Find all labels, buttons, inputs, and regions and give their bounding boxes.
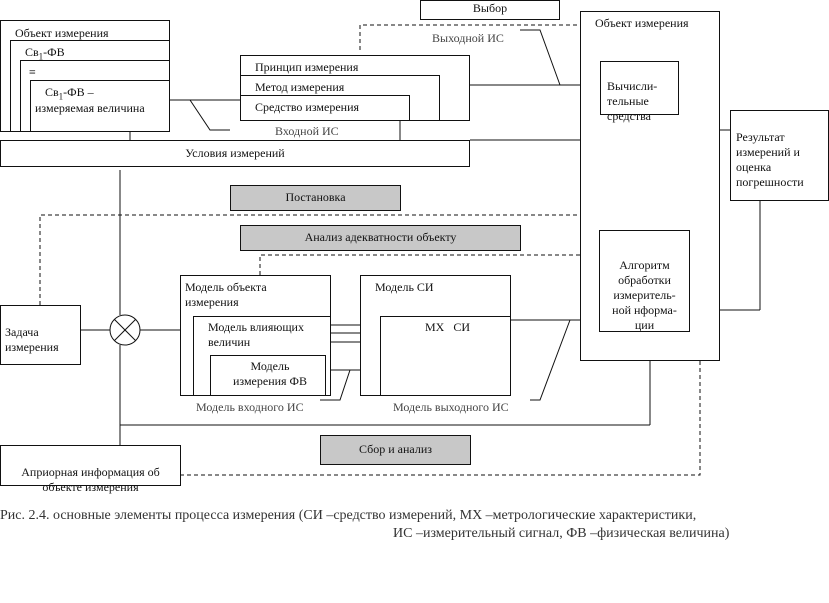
result-label: Результат измерений и оценка погрешности xyxy=(736,130,804,189)
si-model-label: Модель СИ xyxy=(375,280,434,294)
instrument-label: Средство измерения xyxy=(255,100,360,114)
adequacy-analysis-label: Анализ адекватности объекту xyxy=(304,230,457,244)
collection-analysis-box: Сбор и анализ xyxy=(320,435,471,465)
postanovka-box: Постановка xyxy=(230,185,401,211)
object-model-label: Модель объекта измерения xyxy=(185,280,267,309)
computing-means-label: Вычисли- тельные средства xyxy=(607,79,658,123)
figure-caption-line1: Рис. 2.4. основные элементы процесса изм… xyxy=(0,508,697,523)
vybor-label: Выбор xyxy=(472,1,508,15)
vykhodnoy-is-label: Выходной ИС xyxy=(432,31,504,45)
prior-info-label: Априорная информация об объекте измерени… xyxy=(21,465,160,494)
right-object-title: Объект измерения xyxy=(595,16,689,30)
postanovka-label: Постановка xyxy=(285,190,346,204)
algorithm-box: Алгоритм обработки измеритель- ной нформ… xyxy=(599,230,690,332)
input-signal-model-label: Модель входного ИС xyxy=(196,400,304,414)
task-label: Задача измерения xyxy=(5,325,59,354)
conditions-box: Условия измерений xyxy=(0,140,470,167)
vybor-box: Выбор xyxy=(420,0,560,20)
equiv-label: ≡ xyxy=(29,65,36,79)
adequacy-analysis-box: Анализ адекватности объекту xyxy=(240,225,521,251)
fv-model-box: Модель измерения ФВ xyxy=(210,355,326,396)
measured-quantity-box: Св1-ФВ – измеряемая величина xyxy=(30,80,170,132)
principle-label: Принцип измерения xyxy=(255,60,359,74)
instrument-box: Средство измерения xyxy=(240,95,410,121)
method-label: Метод измерения xyxy=(255,80,345,94)
prior-info-box: Априорная информация об объекте измерени… xyxy=(0,445,181,494)
figure-caption-line2: ИС –измерительный сигнал, ФВ –физическая… xyxy=(393,526,730,541)
object-measurement-label: Объект измерения xyxy=(15,26,109,40)
measured-quantity-line2: измеряемая величина xyxy=(35,101,145,115)
fv-model-label: Модель измерения ФВ xyxy=(232,359,308,388)
measured-quantity-label: Св1-ФВ – xyxy=(45,85,94,102)
algorithm-label: Алгоритм обработки измеритель- ной нформ… xyxy=(612,258,677,332)
conditions-label: Условия измерений xyxy=(185,146,285,160)
output-signal-model-label: Модель выходного ИС xyxy=(393,400,509,414)
sv1-fv-label: Св1-ФВ xyxy=(25,45,65,62)
collection-analysis-label: Сбор и анализ xyxy=(358,442,432,456)
result-box: Результат измерений и оценка погрешности xyxy=(730,110,829,201)
mx-si-box: МХ СИ xyxy=(380,316,511,396)
task-box: Задача измерения xyxy=(0,305,81,365)
influencing-model-label: Модель влияющих величин xyxy=(208,320,304,349)
vkhodnoy-is-label: Входной ИС xyxy=(275,124,339,138)
mx-si-label: МХ СИ xyxy=(425,320,471,334)
computing-means-box: Вычисли- тельные средства xyxy=(600,61,679,123)
